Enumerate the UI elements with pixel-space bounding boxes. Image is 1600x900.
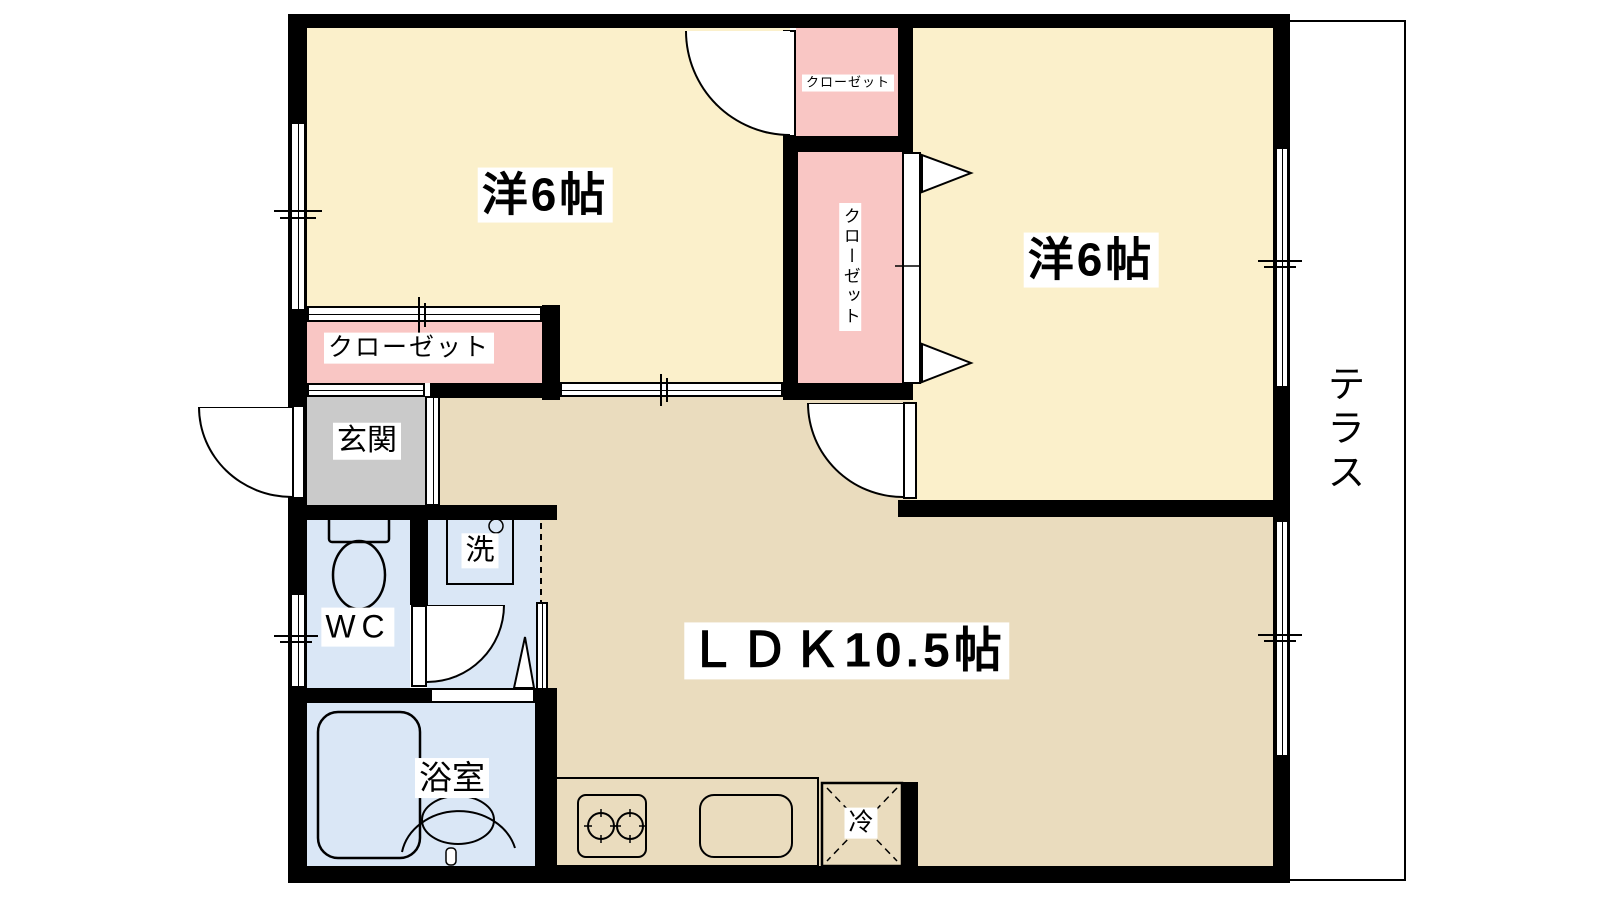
closet-top-label: クローゼット [801, 74, 895, 92]
toilet-floor [307, 520, 410, 688]
bathroom-label: 浴室 [415, 758, 489, 798]
wall-inner-vertical-top [898, 28, 913, 152]
bifold-door-right-closet [902, 152, 921, 384]
window-pane-line [298, 595, 299, 686]
door-leaf-right-bedroom [903, 402, 917, 499]
opening-entrance-ldk [425, 396, 440, 506]
kitchen-sink-icon [699, 794, 793, 858]
toilet-label: WC [321, 607, 395, 647]
refrigerator-label: 冷 [844, 807, 878, 839]
opening-entrance-top [307, 383, 425, 397]
slider-track-line [432, 398, 434, 504]
opening-bathroom-door [430, 688, 535, 703]
wall-wc-divider [410, 520, 428, 605]
terrace-label: テラス [1320, 364, 1363, 496]
wall-laundry-bottom-left [288, 688, 433, 703]
kitchen-counter [552, 777, 819, 867]
slider-track-line [542, 604, 543, 688]
closet-left-label: クローゼット [323, 332, 495, 364]
window-tick-marks [274, 210, 1302, 643]
slider-track-line [562, 389, 781, 391]
window-ldk [1275, 520, 1289, 757]
bathtub-icon [316, 710, 422, 860]
wall-under-left-bedroom [430, 383, 548, 398]
closet-right-label: クローゼット [839, 203, 861, 331]
entrance-label: 玄関 [333, 422, 401, 460]
sliding-door-left-bedroom-ldk [560, 382, 783, 397]
laundry-label: 洗 [461, 533, 499, 569]
wall-closet-bottom [783, 383, 913, 400]
right-bedroom-label: 洋6帖 [1023, 232, 1159, 288]
wall-bathroom-right [535, 688, 557, 866]
wall-right-bedroom-bottom [898, 500, 1273, 517]
window-left-bedroom [290, 122, 306, 311]
wall-closet-left-side [783, 152, 798, 398]
laundry-door-leaf-icon [512, 636, 536, 689]
stove-icon [577, 794, 647, 858]
ldk-floor-right [898, 517, 1273, 866]
wall-fridge-stub [902, 782, 918, 866]
left-bedroom-label: 洋6帖 [477, 167, 613, 223]
toilet-icon [327, 514, 391, 611]
window-pane-line [1282, 522, 1283, 755]
wall-top [288, 14, 1290, 28]
washing-machine-icon [446, 517, 514, 585]
door-leaf-entrance [292, 405, 305, 499]
bifold-triangle-icons [895, 153, 974, 384]
slider-track-line [309, 390, 423, 391]
window-pane-line [298, 124, 299, 309]
wall-bottom [288, 866, 1290, 883]
window-toilet [290, 593, 306, 688]
wall-left-closet-right [542, 305, 560, 400]
door-toilet [411, 605, 427, 687]
ldk-label: ＬＤＫ10.5帖 [684, 622, 1010, 680]
wall-under-top-closet [783, 136, 913, 152]
